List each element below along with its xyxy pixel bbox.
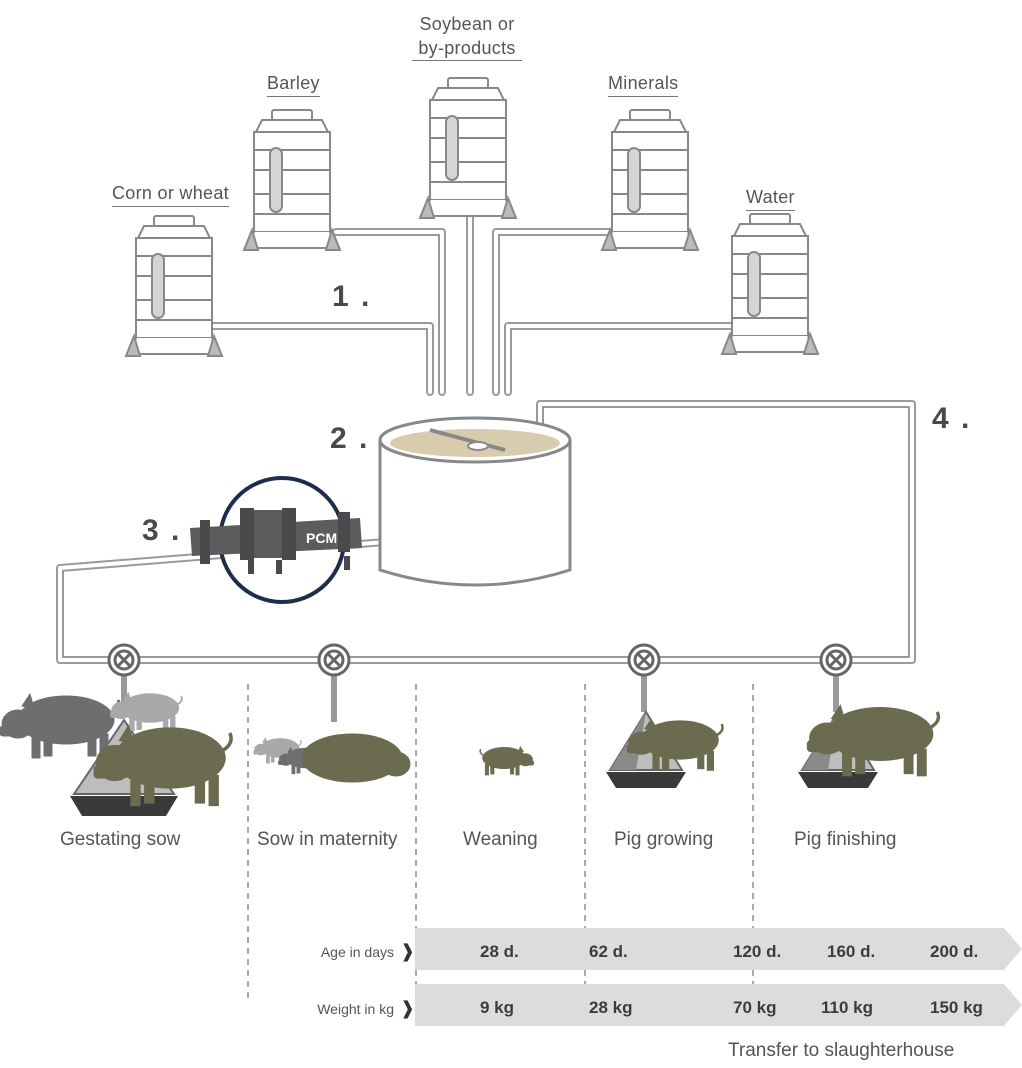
age-chevron-icon: ❱ (400, 941, 416, 961)
weight-value: 9 kg (480, 998, 515, 1017)
silo-minerals (601, 109, 699, 251)
sow-maternity (301, 733, 411, 783)
age-value: 200 d. (930, 942, 979, 961)
silo-barley (243, 109, 341, 251)
label-water: Water (746, 186, 795, 211)
footer-text: Transfer to slaughterhouse (728, 1040, 955, 1061)
weight-value: 110 kg (821, 998, 873, 1017)
age-value: 160 d. (827, 942, 876, 961)
pcm-pump: PCM (190, 476, 362, 604)
age-value: 28 d. (480, 942, 519, 961)
step-3: 3 . (142, 514, 182, 547)
pig-gestating-back (0, 692, 121, 760)
label-corn: Corn or wheat (112, 182, 229, 207)
label-soybean: Soybean or by-products (412, 12, 522, 61)
silo-pipes-inner (58, 212, 914, 662)
step-4: 4 . (932, 402, 972, 435)
valve-gestating (107, 643, 141, 677)
age-band (415, 928, 1022, 970)
label-soybean-line1: Soybean or (419, 14, 515, 34)
weight-band (415, 984, 1022, 1026)
pig-weaning (479, 745, 535, 776)
valve-maternity (317, 643, 351, 677)
step-2: 2 . (330, 422, 370, 455)
age-label: Age in days (320, 944, 394, 960)
stage-weaning: Weaning (463, 829, 538, 850)
weight-label: Weight in kg (317, 1001, 394, 1017)
valve-finishing (819, 643, 853, 677)
stage-maternity: Sow in maternity (257, 829, 398, 850)
stage-finishing: Pig finishing (794, 829, 897, 850)
mixing-tank (378, 416, 572, 587)
silo-water (721, 213, 819, 355)
stage-separators (247, 684, 754, 1000)
stage-gestating: Gestating sow (60, 829, 181, 850)
label-soybean-line2: by-products (412, 36, 522, 61)
weight-value: 150 kg (930, 998, 983, 1017)
weight-chevron-icon: ❱ (400, 998, 416, 1018)
silo-soybean (419, 77, 517, 219)
age-value: 62 d. (589, 942, 628, 961)
step-1: 1 . (332, 280, 372, 313)
label-minerals: Minerals (608, 72, 679, 97)
stage-growing: Pig growing (614, 829, 714, 850)
pump-label: PCM (306, 530, 337, 546)
weight-value: 70 kg (733, 998, 777, 1017)
weight-value: 28 kg (589, 998, 633, 1017)
label-barley: Barley (267, 72, 320, 97)
age-value: 120 d. (733, 942, 782, 961)
silo-corn (125, 215, 223, 357)
valve-growing (627, 643, 661, 677)
